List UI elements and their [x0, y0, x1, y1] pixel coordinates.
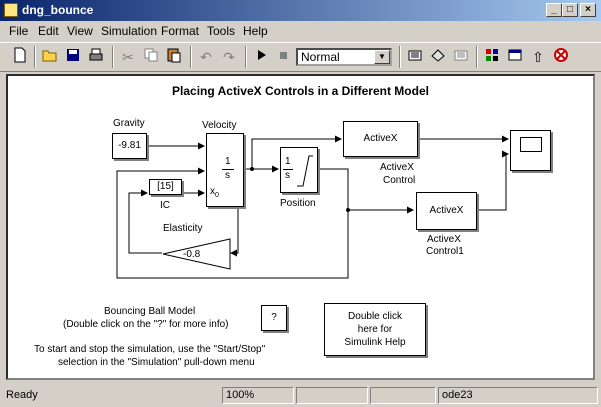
menu-tools[interactable]: Tools — [207, 24, 236, 38]
model-canvas[interactable]: Placing ActiveX Controls in a Different … — [6, 74, 595, 380]
paste-icon[interactable] — [164, 47, 184, 67]
menu-edit[interactable]: Edit — [38, 24, 59, 38]
position-integrator-block[interactable]: 1 s — [280, 147, 318, 193]
velocity-label: Velocity — [202, 120, 237, 131]
gravity-label: Gravity — [113, 118, 145, 129]
status-cell-empty — [296, 387, 368, 404]
simulink-help-block[interactable]: Double click here for Simulink Help — [324, 303, 426, 356]
simulation-mode-select[interactable]: Normal — [296, 48, 392, 66]
toolbar — [0, 42, 601, 72]
menu-view[interactable]: View — [67, 24, 93, 38]
elasticity-gain-value: -0.8 — [183, 249, 201, 260]
menu-file[interactable]: File — [9, 24, 29, 38]
scope-block[interactable] — [510, 130, 551, 171]
position-int-denominator: s — [285, 170, 290, 181]
note-line-1: To start and stop the simulation, use th… — [34, 344, 266, 355]
elasticity-gain-block[interactable] — [160, 237, 232, 271]
position-label: Position — [280, 198, 316, 209]
open-icon[interactable] — [40, 47, 60, 67]
update-icon[interactable] — [428, 47, 448, 67]
position-int-numerator: 1 — [285, 156, 291, 167]
close-icon[interactable]: × — [580, 3, 596, 17]
stop-icon[interactable] — [273, 47, 293, 67]
activex-control-block[interactable]: ActiveX — [343, 121, 418, 157]
x0-port: x0 — [210, 186, 219, 199]
note-line-2: selection in the "Simulation" pull-down … — [58, 357, 255, 368]
simulink-model-icon — [4, 3, 18, 17]
menu-format[interactable]: Format — [161, 24, 200, 38]
new-icon[interactable] — [10, 47, 30, 67]
diagram-title: Placing ActiveX Controls in a Different … — [172, 84, 429, 98]
elasticity-label: Elasticity — [163, 223, 203, 234]
ic-label: IC — [160, 200, 170, 211]
signal-lines — [116, 135, 509, 279]
go-to-parent-icon[interactable]: ⇧ — [532, 49, 544, 65]
activex-control-label-2: Control — [383, 175, 416, 186]
activex-control1-block[interactable]: ActiveX — [416, 192, 477, 230]
simulink-help-line-3: Simulink Help — [344, 337, 406, 348]
velocity-integrator-block[interactable]: 1 s x0 — [206, 133, 244, 207]
saturation-icon — [297, 155, 313, 187]
print-icon[interactable] — [86, 47, 106, 67]
toolbar-separator — [190, 46, 192, 68]
simulink-help-line-1: Double click — [348, 311, 402, 322]
activex-control1-label-1: ActiveX — [427, 234, 461, 245]
velocity-int-denominator: s — [225, 170, 230, 181]
title-bar[interactable] — [0, 0, 601, 21]
toolbar-separator — [476, 46, 478, 68]
status-cell-empty — [370, 387, 436, 404]
minimize-icon[interactable]: _ — [546, 3, 562, 17]
incremental-build-icon[interactable] — [451, 47, 471, 67]
undo-icon[interactable]: ↶ — [200, 49, 212, 65]
copy-icon[interactable] — [141, 47, 161, 67]
build-icon[interactable] — [405, 47, 425, 67]
save-icon[interactable] — [63, 47, 83, 67]
fraction-bar — [283, 169, 293, 170]
cut-icon[interactable]: ✂ — [122, 49, 134, 65]
status-zoom: 100% — [222, 387, 294, 404]
fraction-bar — [222, 169, 234, 170]
status-solver: ode23 — [438, 387, 598, 404]
toolbar-separator — [112, 46, 114, 68]
window-title: dng_bounce — [22, 3, 94, 17]
debug-icon[interactable] — [551, 47, 571, 67]
velocity-int-numerator: 1 — [225, 156, 231, 167]
model-browser-icon[interactable] — [505, 47, 525, 67]
status-ready: Ready — [2, 387, 220, 404]
toolbar-separator — [399, 46, 401, 68]
info-subtitle: (Double click on the "?" for more info) — [63, 319, 229, 330]
start-icon[interactable] — [251, 47, 271, 67]
info-help-block[interactable]: ? — [261, 305, 287, 331]
scope-icon — [520, 137, 542, 152]
library-browser-icon[interactable] — [482, 47, 502, 67]
activex-control1-label-2: Control1 — [426, 246, 464, 257]
menu-help[interactable]: Help — [243, 24, 268, 38]
gravity-block[interactable]: -9.81 — [112, 133, 147, 159]
activex-control-label-1: ActiveX — [380, 162, 414, 173]
simulink-help-line-2: here for — [357, 324, 393, 335]
chevron-down-icon[interactable]: ▼ — [374, 50, 390, 64]
info-title: Bouncing Ball Model — [104, 306, 196, 317]
menu-simulation[interactable]: Simulation — [101, 24, 158, 38]
maximize-icon[interactable]: □ — [562, 3, 578, 17]
toolbar-separator — [34, 46, 36, 68]
toolbar-separator — [245, 46, 247, 68]
redo-icon[interactable]: ↷ — [223, 49, 235, 65]
ic-block[interactable]: [15] — [149, 179, 182, 195]
